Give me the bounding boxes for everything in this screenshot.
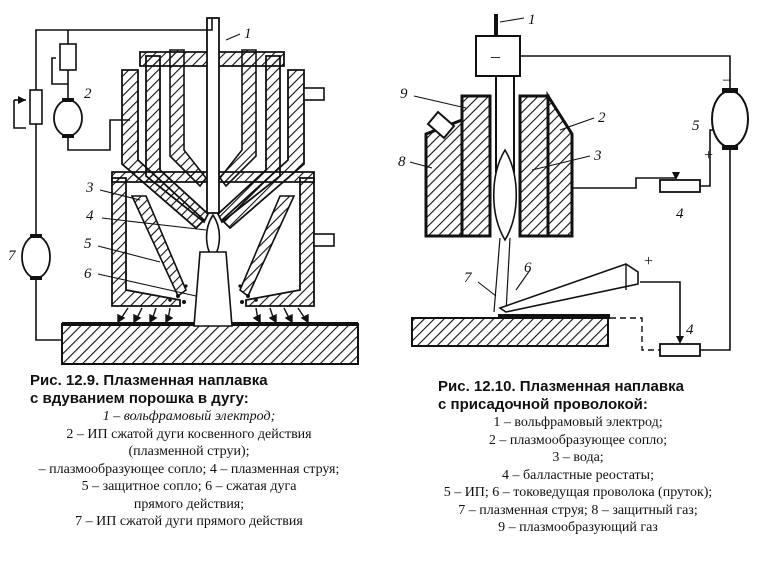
minus-sign-motor: – <box>722 71 732 88</box>
label-4-left: 4 <box>86 208 94 224</box>
label-1-right: 1 <box>528 12 536 28</box>
workpiece-left <box>61 323 359 365</box>
label-5-left: 5 <box>84 236 92 252</box>
powder-particles <box>168 284 258 304</box>
left-circuit <box>13 18 213 341</box>
rheostat-upper-arrow <box>672 172 680 180</box>
minus-sign-top: – <box>490 46 501 66</box>
label-7-right: 7 <box>464 270 473 286</box>
label-1-left: 1 <box>244 26 252 42</box>
label-3-left: 3 <box>85 180 94 196</box>
rheostat-upper <box>659 179 701 193</box>
caption-line: 4 – балластные реостаты; <box>502 467 654 483</box>
filler-wire <box>498 263 639 313</box>
power-source-2 <box>53 98 83 138</box>
caption-line: 7 – плазменная струя; 8 – защитный газ; <box>458 502 698 518</box>
label-3-right: 3 <box>593 148 602 164</box>
power-source-7 <box>21 234 51 280</box>
label-2-right: 2 <box>598 110 606 126</box>
figure-12-10: – – + + <box>398 12 749 357</box>
powder-channel <box>130 195 296 298</box>
gas-inlet-9 <box>426 110 456 140</box>
deposit-layer-right <box>498 314 610 319</box>
caption-title-line-1: Рис. 12.10. Плазменная наплавка <box>438 378 684 395</box>
power-block-1 <box>475 14 521 77</box>
electrode-holder <box>169 49 257 188</box>
caption-title-line-2: с вдуванием порошка в дугу: <box>30 390 249 407</box>
power-source-5 <box>711 88 749 150</box>
gas-inlet-pipe-bottom <box>313 233 335 247</box>
plasma-nozzle <box>145 55 281 224</box>
compressed-arc <box>193 251 233 327</box>
figure-12-9: 1 2 3 4 5 6 7 <box>8 17 359 365</box>
gas-inlet-pipe-top <box>303 87 325 101</box>
caption-title-line-1: Рис. 12.9. Плазменная наплавка <box>30 372 268 389</box>
plus-sign-motor: + <box>704 147 713 164</box>
caption-figure-12-9: Рис. 12.9. Плазменная наплавка с вдувани… <box>0 372 378 531</box>
tungsten-electrode-left <box>206 17 220 214</box>
caption-line: 2 – ИП сжатой дуги косвенного действия <box>66 426 312 442</box>
dashed-ground-wire <box>610 317 660 351</box>
caption-line: 2 – плазмообразующее сопло; <box>488 432 668 448</box>
label-7-left: 7 <box>8 248 17 264</box>
caption-line: – плазмообразующее сопло; 4 – плазменная… <box>38 461 340 477</box>
label-6-left: 6 <box>84 266 92 282</box>
caption-line: 1 – вольфрамовый электрод; <box>493 415 663 430</box>
label-4-right-lower: 4 <box>686 322 694 338</box>
caption-line: 1 – вольфрамовый электрод; <box>102 409 276 424</box>
rheostat-lower-arrow <box>676 336 684 344</box>
caption-line: 7 – ИП сжатой дуги прямого действия <box>75 514 303 529</box>
label-5-right: 5 <box>692 118 700 134</box>
caption-title-line-2: с присадочной проволокой: <box>438 396 648 413</box>
label-6-right: 6 <box>524 260 532 276</box>
caption-line: 9 – плазмообразующий газ <box>498 520 658 535</box>
plasma-nozzle-2 <box>460 94 550 238</box>
diagrams-canvas: 1 2 3 4 5 6 7 <box>8 12 749 365</box>
caption-line: 5 – ИП; 6 – токоведущая проволока (пруто… <box>443 485 713 500</box>
left-leaders <box>97 33 241 297</box>
plus-sign-wire: + <box>644 253 653 270</box>
caption-line: 3 – вода; <box>552 450 604 465</box>
caption-line: прямого действия; <box>133 496 245 512</box>
plasma-flame <box>492 148 518 242</box>
rheostat-left-2 <box>29 89 43 125</box>
rheostat-arrow <box>18 96 26 104</box>
plasma-jet-right <box>493 237 511 313</box>
caption-figure-12-10: Рис. 12.10. Плазменная наплавка с присад… <box>398 378 758 537</box>
label-2-left: 2 <box>84 86 92 102</box>
label-4-right-upper: 4 <box>676 206 684 222</box>
rheostat-left <box>59 43 77 71</box>
caption-line: (плазменной струи); <box>128 444 250 459</box>
rheostat-lower <box>659 343 701 357</box>
workpiece-right <box>411 317 609 347</box>
label-8-right: 8 <box>398 154 406 170</box>
right-leaders <box>409 17 595 297</box>
caption-line: 5 – защитное сопло; 6 – сжатая дуга <box>81 479 297 494</box>
label-9-right: 9 <box>400 86 408 102</box>
shield-gas-arrows <box>117 307 309 324</box>
